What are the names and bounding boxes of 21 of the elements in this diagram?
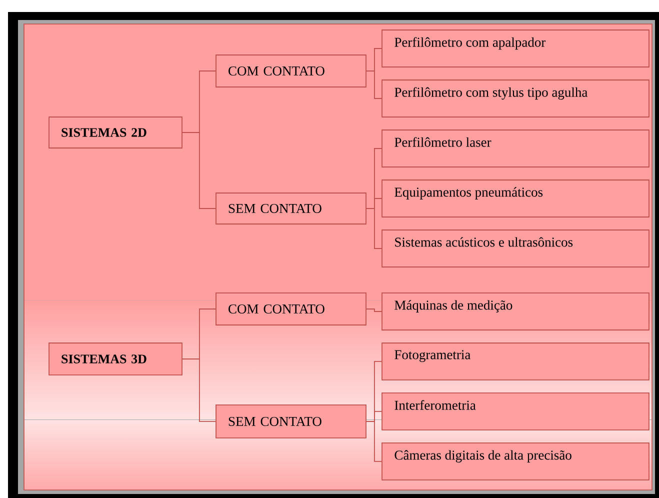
subcategory-box: SEM CONTATO [216, 192, 366, 224]
method-box: Interferometria [382, 392, 650, 430]
connector-line [366, 70, 382, 99]
method-box: Perfilômetro com stylus tipo agulha [382, 80, 650, 118]
connector-line [182, 358, 216, 422]
connector-line [366, 421, 382, 462]
method-box: Perfilômetro com apalpador [382, 30, 650, 68]
method-box: Equipamentos pneumáticos [382, 180, 650, 218]
category-box: SISTEMAS 2D [48, 116, 182, 148]
subcategory-box: SEM CONTATO [216, 404, 366, 438]
subcategory-box: COM CONTATO [216, 54, 366, 88]
connector-line [366, 208, 382, 249]
method-box: Câmeras digitais de alta precisão [382, 442, 650, 480]
connector-line [182, 132, 216, 209]
category-box: SISTEMAS 3D [48, 342, 182, 376]
connector-line [366, 308, 382, 312]
subcategory-box: COM CONTATO [216, 292, 366, 326]
method-box: Sistemas acústicos e ultrasônicos [382, 230, 650, 268]
method-box: Fotogrametria [382, 342, 650, 380]
method-box: Perfilômetro laser [382, 130, 650, 168]
method-box: Máquinas de medição [382, 292, 650, 330]
